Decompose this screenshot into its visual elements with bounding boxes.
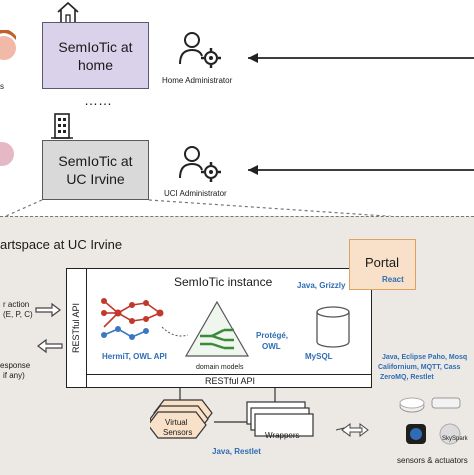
bottom-tech-label: Java, Restlet [212,447,261,456]
hermit-label: HermiT, OWL API [102,352,167,361]
semiotic-uci-box: SemIoTic at UC Irvine [42,140,149,200]
instance-title: SemIoTic instance [174,275,273,289]
virtual-sensors-line2: Sensors [163,428,193,437]
owl-label: OWL [262,342,281,351]
uci-box-line1: SemIoTic at [58,153,133,169]
home-admin-label: Home Administrator [162,76,233,85]
home-box-line2: home [77,56,113,73]
wrappers-label: Wrappers [265,431,300,440]
hollow-arrows [35,302,63,354]
portal-tech: React [382,275,404,284]
uci-admin-label: UCI Administrator [164,189,227,198]
restful-api-vertical-bar [66,268,87,388]
mysql-label: MySQL [305,352,333,361]
home-user-label: s [0,82,4,91]
ellipsis: …… [84,92,112,108]
skyspark-label: SkySpark [442,436,468,442]
devices-tech-line3: ZeroMQ, Restlet [380,374,434,381]
portal-box [349,239,416,290]
restful-api-bottom-bar [87,374,372,388]
person-avatar-uci-icon [0,142,14,166]
left-action-line2: (E, P, C) [3,310,33,319]
left-action-line1: r action [3,300,30,309]
devices-tech-line1: Java, Eclipse Paho, Mosq [382,354,468,361]
devices-caption: sensors & actuators [397,456,468,465]
left-response-line1: esponse [0,361,31,370]
domain-models-label: domain models [196,364,244,371]
instance-tech: Java, Grizzly [297,281,346,290]
virtual-sensors-line1: Virtual [165,418,188,427]
virtual-sensors-shape [150,399,213,439]
home-box-line1: SemIoTic at [58,38,133,55]
person-avatar-home-icon [0,30,16,60]
building-icon [51,113,73,139]
sensor-devices-icon [399,397,461,445]
wrappers-shape [246,401,314,437]
protege-label: Protégé, [256,331,289,340]
ontology-triangle-icon [184,300,250,357]
portal-label: Portal [365,255,399,270]
left-response-line2: if any) [3,371,25,380]
devices-tech-line2: Californium, MQTT, Cass [378,364,461,371]
database-icon [316,306,350,348]
region-title: artspace at UC Irvine [0,237,123,252]
uci-box-line2: UC Irvine [66,171,125,187]
uci-admin-icon [179,146,221,182]
reasoner-network-icon [101,298,164,340]
restful-api-bottom-label: RESTful API [205,376,256,386]
home-admin-icon [179,32,221,68]
